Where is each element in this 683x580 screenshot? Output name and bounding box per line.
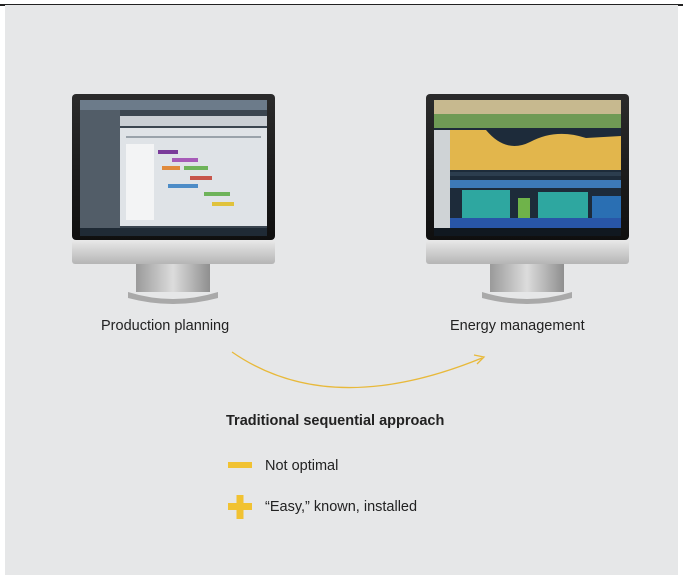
monitor-stand — [136, 264, 210, 292]
energy-screen — [434, 100, 621, 236]
legend-row-plus: “Easy,” known, installed — [227, 494, 417, 520]
monitor-base — [128, 292, 218, 304]
legend-text-plus: “Easy,” known, installed — [265, 499, 418, 515]
energy-management-label: Energy management — [450, 318, 585, 334]
monitor-stand — [490, 264, 564, 292]
approach-title: Traditional sequential approach — [226, 413, 445, 429]
monitor-base — [482, 292, 572, 304]
monitor-chin — [72, 240, 275, 264]
energy-management-monitor — [426, 94, 629, 304]
monitor-chin — [426, 240, 629, 264]
production-planning-monitor — [72, 94, 275, 304]
plus-icon — [228, 495, 252, 519]
planning-screen — [80, 100, 267, 236]
production-planning-label: Production planning — [101, 318, 230, 334]
arrow-curve — [231, 351, 483, 389]
arrow-head-icon — [473, 354, 486, 365]
legend-text-minus: Not optimal — [265, 458, 339, 474]
legend-row-minus: Not optimal — [227, 456, 338, 476]
minus-icon — [228, 462, 252, 468]
